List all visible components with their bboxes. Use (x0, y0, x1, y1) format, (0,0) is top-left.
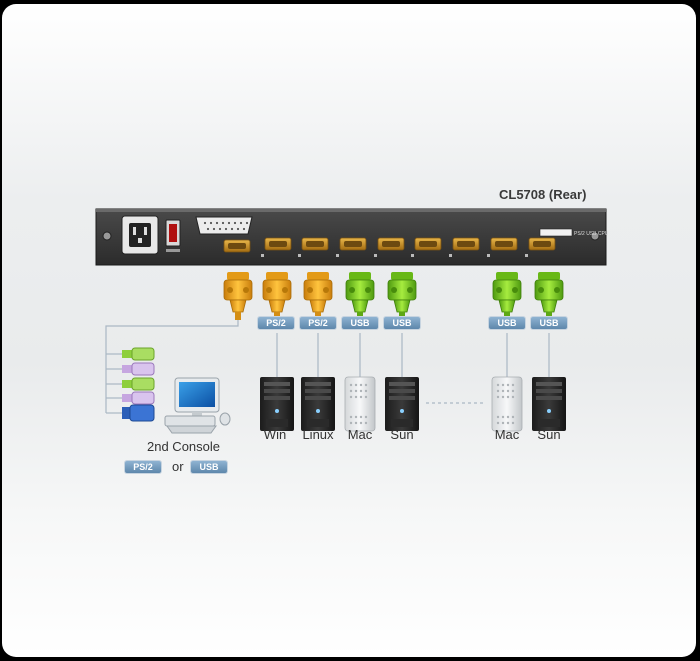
port-type-badge: PS/2 USB CPU (574, 231, 609, 237)
rear-panel (95, 208, 607, 266)
console-plugs (122, 347, 155, 422)
console-option-usb: USB (191, 461, 227, 473)
console-option-ps2: PS/2 (125, 461, 161, 473)
computer-label-mac-2: Mac (494, 427, 520, 442)
port-badge-sun-2: USB (531, 317, 567, 329)
port-badge-mac: USB (342, 317, 378, 329)
computer-label-sun: Sun (390, 427, 414, 442)
port-badge-linux: PS/2 (300, 317, 336, 329)
diagram-frame: CL5708 (Rear) (2, 4, 696, 657)
computer-label-mac: Mac (347, 427, 373, 442)
port-badge-sun: USB (384, 317, 420, 329)
port-badge-mac-2: USB (489, 317, 525, 329)
console-or-label: or (172, 459, 184, 474)
diagram-canvas: PS/2 USB CPU (95, 208, 609, 434)
device-title: CL5708 (Rear) (499, 187, 587, 202)
port-badge-win: PS/2 (258, 317, 294, 329)
computer-label-sun-2: Sun (537, 427, 561, 442)
console-computer (164, 377, 231, 434)
computer-label-win: Win (263, 427, 287, 442)
computer-label-linux: Linux (302, 427, 334, 442)
console-label: 2nd Console (147, 439, 220, 454)
